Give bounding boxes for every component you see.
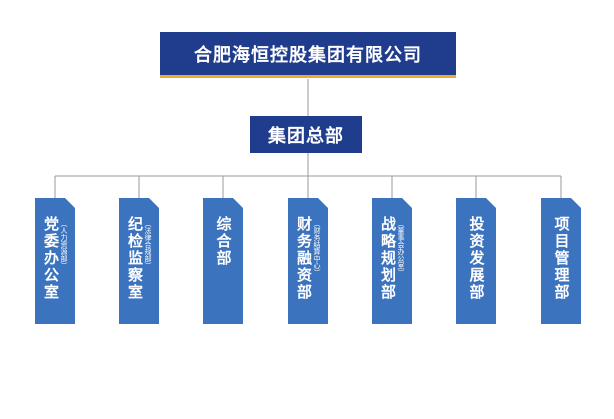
dept-name: 项目管理部 (552, 216, 571, 301)
dept-box-finance: 财务融资部 （财务结算中心） (288, 198, 328, 324)
dept-name: 综合部 (214, 216, 233, 267)
hq-box: 集团总部 (250, 116, 362, 153)
dept-note: （董事会办公室） (397, 220, 405, 276)
dept-box-strategy: 战略规划部 （董事会办公室） (372, 198, 412, 324)
dept-name: 财务融资部 (295, 216, 313, 301)
dept-box-general: 综合部 (203, 198, 243, 324)
dept-note: （财务结算中心） (313, 220, 321, 276)
dept-note: （法律合规部） (144, 220, 152, 269)
dept-box-investment: 投资发展部 (456, 198, 496, 324)
dept-name: 战略规划部 (379, 216, 397, 301)
dept-box-project-management: 项目管理部 (541, 198, 581, 324)
dept-box-discipline-inspection: 纪检监察室 （法律合规部） (119, 198, 159, 324)
dept-box-party-office: 党委办公室 （人力资源部） (35, 198, 75, 324)
dept-name: 投资发展部 (467, 216, 486, 301)
hq-title: 集团总部 (268, 125, 344, 147)
root-company-box: 合肥海恒控股集团有限公司 (160, 32, 456, 78)
dept-name: 纪检监察室 (126, 216, 144, 301)
dept-name: 党委办公室 (42, 216, 60, 301)
root-company-title: 合肥海恒控股集团有限公司 (194, 44, 422, 66)
dept-note: （人力资源部） (60, 220, 68, 269)
